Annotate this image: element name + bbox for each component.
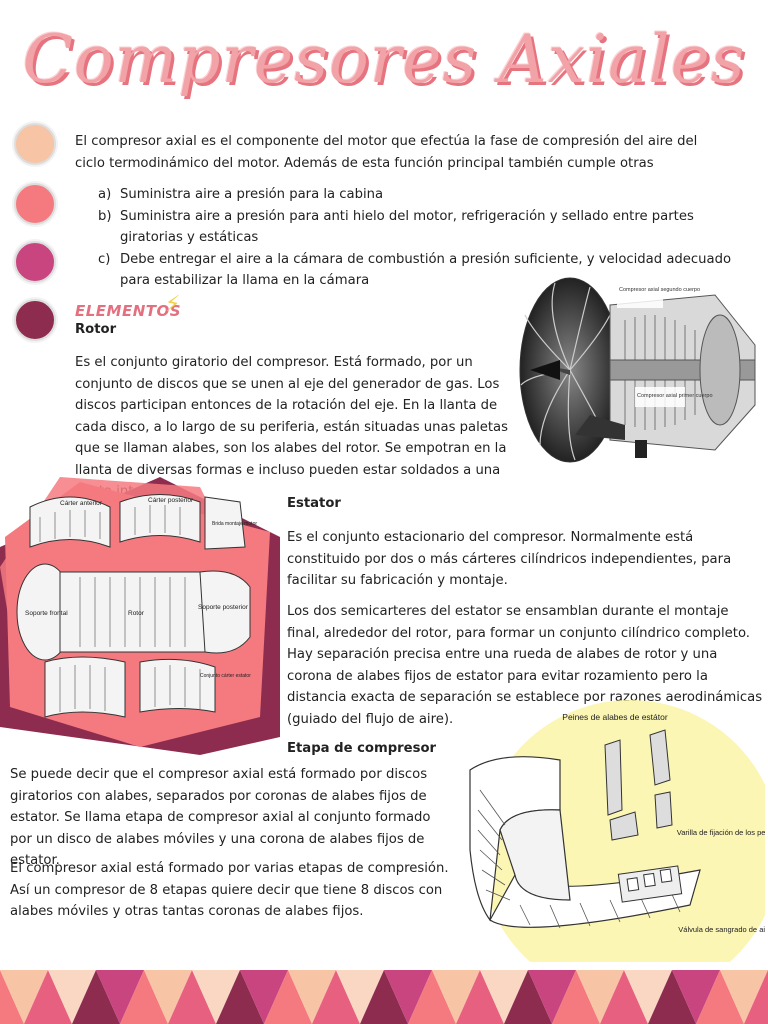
functions-list: a)Suministra aire a presión para la cabi… xyxy=(98,184,750,292)
rotor-exploded-svg: Cárter anterior Cárter posterior Brida m… xyxy=(0,477,280,755)
border-triangle xyxy=(312,970,360,1024)
palette-swatch-coral xyxy=(14,183,56,225)
border-triangle xyxy=(432,970,480,1024)
palette-swatch-magenta xyxy=(14,241,56,283)
etapa-paragraph-2: El compresor axial está formado por vari… xyxy=(10,861,449,919)
border-triangle xyxy=(360,970,408,1024)
border-triangle xyxy=(720,970,768,1024)
etapa-heading: Etapa de compresor xyxy=(287,741,437,756)
rotor-exploded-figure: Cárter anterior Cárter posterior Brida m… xyxy=(0,477,280,755)
border-triangle xyxy=(480,970,528,1024)
border-triangle xyxy=(576,970,624,1024)
rotor-paragraph: Es el conjunto giratorio del compresor. … xyxy=(75,355,508,499)
intro-paragraph: El compresor axial es el componente del … xyxy=(75,134,698,171)
border-triangle xyxy=(264,970,312,1024)
label-soporte-frontal: Soporte frontal xyxy=(25,610,68,617)
border-triangle xyxy=(504,970,552,1024)
border-triangle xyxy=(384,970,432,1024)
border-triangle xyxy=(0,970,48,1024)
border-triangle xyxy=(48,970,96,1024)
border-triangle xyxy=(696,970,744,1024)
border-triangle xyxy=(552,970,600,1024)
page-title: Compresores Axiales xyxy=(22,21,746,98)
border-triangle xyxy=(240,970,288,1024)
label-conjunto-carter: Conjunto cárter estator xyxy=(200,673,251,679)
border-triangle xyxy=(336,970,384,1024)
border-triangle xyxy=(600,970,648,1024)
border-triangle xyxy=(672,970,720,1024)
border-triangle xyxy=(288,970,336,1024)
border-triangle xyxy=(72,970,120,1024)
stator-casing-illustration: Peines de alabes de estátor Varilla de f… xyxy=(469,700,765,962)
rotor-heading: Rotor xyxy=(75,322,117,337)
engine-label-second-body: Compresor axial segundo cuerpo xyxy=(619,287,700,293)
border-triangle xyxy=(744,970,768,1024)
border-triangle xyxy=(24,970,72,1024)
etapa-paragraph-1: Se puede decir que el compresor axial es… xyxy=(10,767,431,868)
label-peines-alabes: Peines de alabes de estátor xyxy=(562,712,668,722)
border-triangle xyxy=(120,970,168,1024)
elements-heading: ELEMENTOS xyxy=(75,302,182,320)
border-triangle xyxy=(456,970,504,1024)
label-rotor: Rotor xyxy=(128,610,145,617)
engine-label-first-body: Compresor axial primer cuerpo xyxy=(637,393,713,399)
label-carter-posterior: Cárter posterior xyxy=(148,497,194,504)
border-triangle xyxy=(144,970,192,1024)
label-valvula-sangrado: Válvula de sangrado de aire xyxy=(678,925,765,934)
border-triangle xyxy=(192,970,240,1024)
list-item: c)Debe entregar el aire a la cámara de c… xyxy=(98,251,732,289)
label-varilla-fijacion: Varilla de fijación de los peines xyxy=(677,828,765,837)
border-triangle xyxy=(96,970,144,1024)
border-triangle xyxy=(216,970,264,1024)
estator-heading: Estator xyxy=(287,496,341,511)
engine-cutaway-illustration: Compresor axial segundo cuerpo Compresor… xyxy=(519,277,756,463)
border-triangle xyxy=(624,970,672,1024)
list-item: b)Suministra aire a presión para anti hi… xyxy=(98,208,694,246)
border-triangle xyxy=(168,970,216,1024)
border-triangle xyxy=(408,970,456,1024)
estator-paragraph-1: Es el conjunto estacionario del compreso… xyxy=(287,530,732,588)
palette-swatch-plum xyxy=(14,299,56,341)
label-carter-anterior: Cárter anterior xyxy=(60,500,103,507)
triangle-border-decoration xyxy=(0,970,768,1024)
border-triangle xyxy=(528,970,576,1024)
palette-swatch-peach xyxy=(14,123,56,165)
border-triangle xyxy=(648,970,696,1024)
lightning-bolt-icon: ⚡ xyxy=(165,292,181,317)
label-brida-montaje: Brida montaje motor xyxy=(212,521,257,527)
label-soporte-posterior: Soporte posterior xyxy=(198,604,249,611)
list-item: a)Suministra aire a presión para la cabi… xyxy=(98,187,384,202)
